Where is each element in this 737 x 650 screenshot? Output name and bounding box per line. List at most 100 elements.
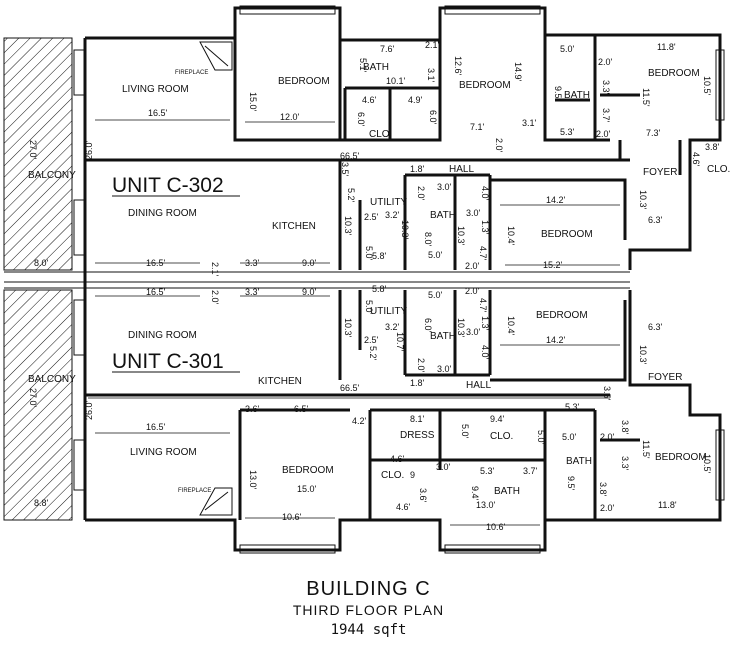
dim: 4.0' bbox=[480, 345, 490, 360]
dim: 9.4' bbox=[470, 486, 480, 501]
dim: 10.4' bbox=[506, 226, 516, 246]
dim: 11.8' bbox=[657, 42, 676, 52]
room-bath1-top: BATH bbox=[363, 62, 389, 73]
dim: 27.0' bbox=[28, 140, 38, 160]
dim: 10.6' bbox=[486, 522, 506, 532]
dim: 14.2' bbox=[546, 195, 566, 205]
room-living-top: LIVING ROOM bbox=[122, 84, 189, 95]
room-bedroom2-bottom: BEDROOM bbox=[282, 465, 334, 476]
dim: 10.3' bbox=[638, 345, 648, 365]
dim: 15.2' bbox=[543, 260, 563, 270]
window bbox=[239, 544, 336, 554]
dim: 66.5' bbox=[340, 151, 360, 161]
dim: 2.0' bbox=[494, 138, 504, 153]
dim: 27.0' bbox=[28, 388, 38, 408]
dim: 3.0' bbox=[437, 182, 452, 192]
dim: 10.3' bbox=[456, 318, 466, 338]
dim: 26.0' bbox=[84, 140, 94, 160]
dim: 11.5' bbox=[641, 88, 651, 107]
dim: 3.2' bbox=[385, 322, 400, 332]
dim: 5.8' bbox=[372, 284, 387, 294]
dim: 8.0' bbox=[423, 232, 433, 247]
room-foyer-top: FOYER bbox=[643, 167, 677, 178]
room-bath2-top: BATH bbox=[564, 90, 590, 101]
window bbox=[73, 299, 85, 356]
dim: 3.2' bbox=[385, 210, 400, 220]
dim: 3.1' bbox=[426, 68, 436, 83]
dim: 12.6' bbox=[453, 56, 463, 76]
dim: 3.8' bbox=[620, 420, 630, 435]
floor-plan-drawing: UNIT C-302 LIVING ROOM FIREPLACE BEDROOM… bbox=[3, 5, 730, 554]
dim: 9.0' bbox=[302, 258, 317, 268]
dim: 4.6' bbox=[390, 454, 405, 464]
dim: 5.0' bbox=[460, 424, 470, 439]
room-dress-bottom: DRESS bbox=[400, 430, 435, 441]
room-closet1-bottom: CLO. bbox=[490, 431, 513, 442]
dim: 3.3' bbox=[601, 80, 611, 95]
label-fireplace-bottom: FIREPLACE bbox=[178, 488, 211, 494]
dim: 5.3' bbox=[560, 127, 575, 137]
room-dining-top: DINING ROOM bbox=[128, 208, 197, 219]
dim: 16.5' bbox=[148, 108, 168, 118]
dim: 4.6' bbox=[396, 502, 411, 512]
fireplace-top bbox=[199, 41, 233, 71]
dim: 5.0' bbox=[364, 300, 374, 315]
dim: 5.3' bbox=[565, 402, 580, 412]
window bbox=[444, 5, 541, 15]
dim: 5.0' bbox=[428, 290, 443, 300]
window bbox=[444, 544, 541, 554]
dim: 10.5' bbox=[702, 454, 712, 474]
room-foyer-bottom: FOYER bbox=[648, 372, 682, 383]
dim: 2.0' bbox=[210, 290, 220, 305]
dim: 5.0' bbox=[536, 430, 546, 445]
room-closet2-bottom: CLO. bbox=[381, 470, 404, 481]
dim: 3.0' bbox=[466, 327, 481, 337]
dim: 5.0' bbox=[560, 44, 575, 54]
dim: 2.0' bbox=[465, 286, 480, 296]
dim: 5.0' bbox=[364, 246, 374, 261]
window bbox=[715, 429, 725, 501]
dim: 5.0' bbox=[562, 432, 577, 442]
dim: 6.5' bbox=[294, 404, 309, 414]
dim: 6.0' bbox=[428, 110, 438, 125]
dim: 8.0' bbox=[34, 258, 49, 268]
room-utility-bottom: UTILITY bbox=[370, 306, 408, 317]
dim: 4.7' bbox=[478, 298, 488, 313]
dim: 5.8' bbox=[372, 251, 387, 261]
dim: 3.0' bbox=[436, 462, 451, 472]
unit-title-bottom: UNIT C-301 bbox=[112, 350, 224, 373]
dim: 2.0' bbox=[416, 358, 426, 373]
room-bath3-bottom: BATH bbox=[566, 456, 592, 467]
room-bedroom4-top: BEDROOM bbox=[541, 229, 593, 240]
dim: 3.3' bbox=[245, 287, 260, 297]
dim: 3.7' bbox=[601, 108, 611, 123]
label-fireplace-top: FIREPLACE bbox=[175, 70, 208, 76]
dim: 7.1' bbox=[470, 122, 485, 132]
dim: 13.0' bbox=[476, 500, 496, 510]
room-kitchen-bottom: KITCHEN bbox=[258, 376, 302, 387]
dim: 16.5' bbox=[146, 258, 166, 268]
dim: 13.0' bbox=[248, 470, 258, 490]
dim: 4.7' bbox=[478, 246, 488, 261]
fireplace-bottom bbox=[199, 487, 233, 516]
dim: 3.8' bbox=[705, 142, 720, 152]
room-bedroom1-bottom: BEDROOM bbox=[536, 310, 588, 321]
room-kitchen-top: KITCHEN bbox=[272, 221, 316, 232]
dim: 3.8' bbox=[598, 482, 608, 497]
dim: 6.0' bbox=[423, 318, 433, 333]
dim: 4.2' bbox=[352, 416, 367, 426]
unit-title-top: UNIT C-302 bbox=[112, 174, 224, 197]
dim: 14.2' bbox=[546, 335, 566, 345]
dim: 15.0' bbox=[248, 92, 258, 112]
dim: 4.0' bbox=[480, 186, 490, 201]
dim: 4.6' bbox=[691, 152, 701, 167]
dim: 8.8' bbox=[34, 498, 49, 508]
room-balcony-top: BALCONY bbox=[28, 170, 76, 181]
window bbox=[239, 5, 336, 15]
dim: 1.8' bbox=[410, 164, 425, 174]
room-bedroom2-top: BEDROOM bbox=[459, 80, 511, 91]
room-bedroom3-top: BEDROOM bbox=[648, 68, 700, 79]
room-closet1-top: CLO. bbox=[369, 129, 392, 140]
building-title: BUILDING C bbox=[306, 578, 431, 600]
dim: 9.4' bbox=[490, 414, 505, 424]
